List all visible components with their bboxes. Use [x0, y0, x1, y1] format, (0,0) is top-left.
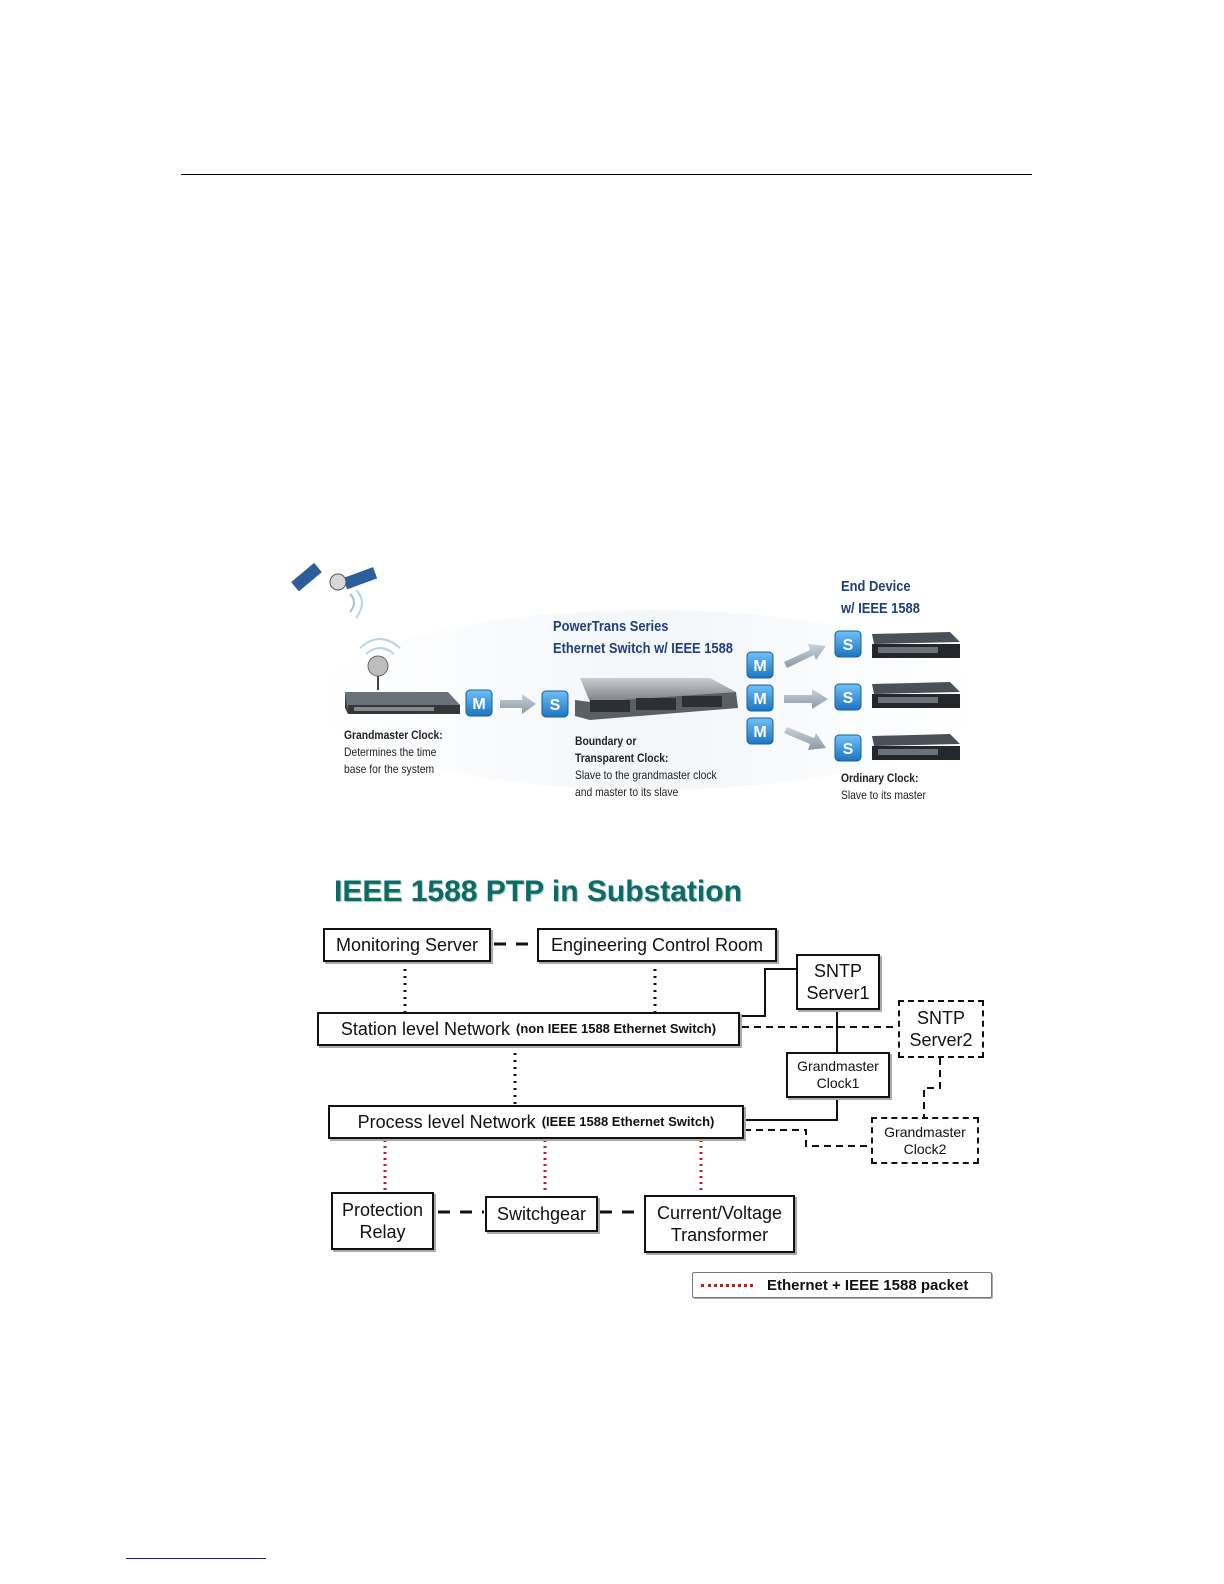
grandmaster-clock2-line1: Grandmaster [884, 1123, 966, 1140]
protection-relay-box: Protection Relay [331, 1192, 434, 1250]
svg-text:M: M [753, 658, 766, 675]
sync-arrow-to-switch [500, 694, 536, 714]
ordinary-caption-line1: Slave to its master [841, 788, 926, 802]
station-network-note: (non IEEE 1588 Ethernet Switch) [515, 1021, 717, 1036]
process-network-note: (IEEE 1588 Ethernet Switch) [541, 1114, 715, 1129]
grandmaster-clock2-box: Grandmaster Clock2 [871, 1117, 979, 1164]
end-device-1 [872, 632, 960, 658]
sntp-server2-line1: SNTP [916, 1008, 965, 1028]
svg-text:S: S [843, 741, 854, 758]
switch-title-line2: Ethernet Switch w/ IEEE 1588 [553, 640, 733, 657]
end-device-2 [872, 682, 960, 708]
boundary-caption: Boundary or Transparent Clock: Slave to … [575, 733, 740, 801]
grandmaster-caption: Grandmaster Clock: Determines the time b… [344, 727, 459, 778]
switchgear-box: Switchgear [485, 1196, 598, 1232]
svg-text:M: M [753, 724, 766, 741]
master-port-badges-switch: M M M [746, 651, 774, 745]
footnote-rule [126, 1558, 266, 1559]
grandmaster-clock1-line1: Grandmaster [797, 1058, 879, 1074]
svg-text:M: M [472, 696, 485, 713]
end-device-3 [872, 734, 960, 760]
grandmaster-caption-heading: Grandmaster Clock: [344, 728, 443, 742]
sntp-server1-line1: SNTP [813, 961, 862, 981]
transformer-line1: Current/Voltage [656, 1203, 783, 1223]
current-voltage-transformer-box: Current/Voltage Transformer [644, 1195, 795, 1253]
legend-dotted-swatch [701, 1283, 753, 1287]
transformer-line2: Transformer [670, 1225, 769, 1245]
monitoring-server-label: Monitoring Server [335, 935, 479, 955]
slave-port-badge-switch: S [541, 690, 569, 718]
station-network-label: Station level Network [340, 1019, 510, 1039]
sync-arrows-to-end-devices [784, 644, 828, 750]
monitoring-server-box: Monitoring Server [323, 928, 491, 962]
grandmaster-caption-line1: Determines the time [344, 745, 437, 759]
ptp-hierarchy-diagram: M S M M M [290, 540, 1010, 820]
sntp-server2-line2: Server2 [909, 1030, 973, 1050]
satellite-icon [291, 562, 378, 619]
master-port-badge-grandmaster: M [465, 689, 493, 717]
engineering-control-room-label: Engineering Control Room [550, 935, 764, 955]
svg-text:M: M [753, 691, 766, 708]
end-device-title-line1: End Device [841, 578, 911, 595]
grandmaster-clock2-line2: Clock2 [903, 1140, 947, 1157]
sntp-server1-box: SNTP Server1 [796, 954, 880, 1010]
grandmaster-clock-device [345, 638, 460, 714]
substation-title: IEEE 1588 PTP in Substation [334, 875, 742, 908]
ordinary-caption: Ordinary Clock: Slave to its master [841, 770, 940, 804]
grandmaster-clock1-box: Grandmaster Clock1 [786, 1052, 890, 1098]
svg-text:S: S [843, 690, 854, 707]
end-device-title-line2: w/ IEEE 1588 [841, 600, 920, 617]
boundary-caption-line1: Slave to the grandmaster clock [575, 768, 717, 782]
ordinary-caption-heading: Ordinary Clock: [841, 771, 919, 785]
process-level-network-box: Process level Network (IEEE 1588 Etherne… [328, 1105, 744, 1139]
svg-text:S: S [550, 697, 561, 714]
ptp-packet-links [383, 1140, 703, 1194]
svg-text:S: S [843, 637, 854, 654]
powertrans-switch-device [575, 678, 738, 720]
protection-relay-line2: Relay [359, 1222, 406, 1242]
boundary-caption-heading2: Transparent Clock: [575, 751, 669, 765]
switch-title: PowerTrans Series Ethernet Switch w/ IEE… [553, 616, 733, 660]
hierarchy-graphics: M S M M M [291, 562, 980, 790]
boundary-caption-line2: and master to its slave [575, 785, 679, 799]
sntp-server1-line2: Server1 [806, 983, 870, 1003]
engineering-control-room-box: Engineering Control Room [537, 928, 777, 962]
legend-label: Ethernet + IEEE 1588 packet [767, 1276, 969, 1294]
header-rule [181, 174, 1032, 175]
boundary-caption-heading1: Boundary or [575, 734, 637, 748]
grandmaster-clock1-line2: Clock1 [816, 1075, 860, 1091]
station-level-network-box: Station level Network (non IEEE 1588 Eth… [317, 1012, 740, 1046]
switchgear-label: Switchgear [496, 1204, 587, 1224]
grandmaster-caption-line2: base for the system [344, 762, 435, 776]
sntp-server2-box: SNTP Server2 [898, 1000, 984, 1058]
legend: Ethernet + IEEE 1588 packet [692, 1272, 992, 1298]
protection-relay-line1: Protection [341, 1200, 424, 1220]
end-device-title: End Device w/ IEEE 1588 [841, 576, 920, 620]
process-network-label: Process level Network [357, 1112, 536, 1132]
slave-port-badges-end-devices: S S S [834, 630, 862, 762]
switch-title-line1: PowerTrans Series [553, 618, 669, 635]
